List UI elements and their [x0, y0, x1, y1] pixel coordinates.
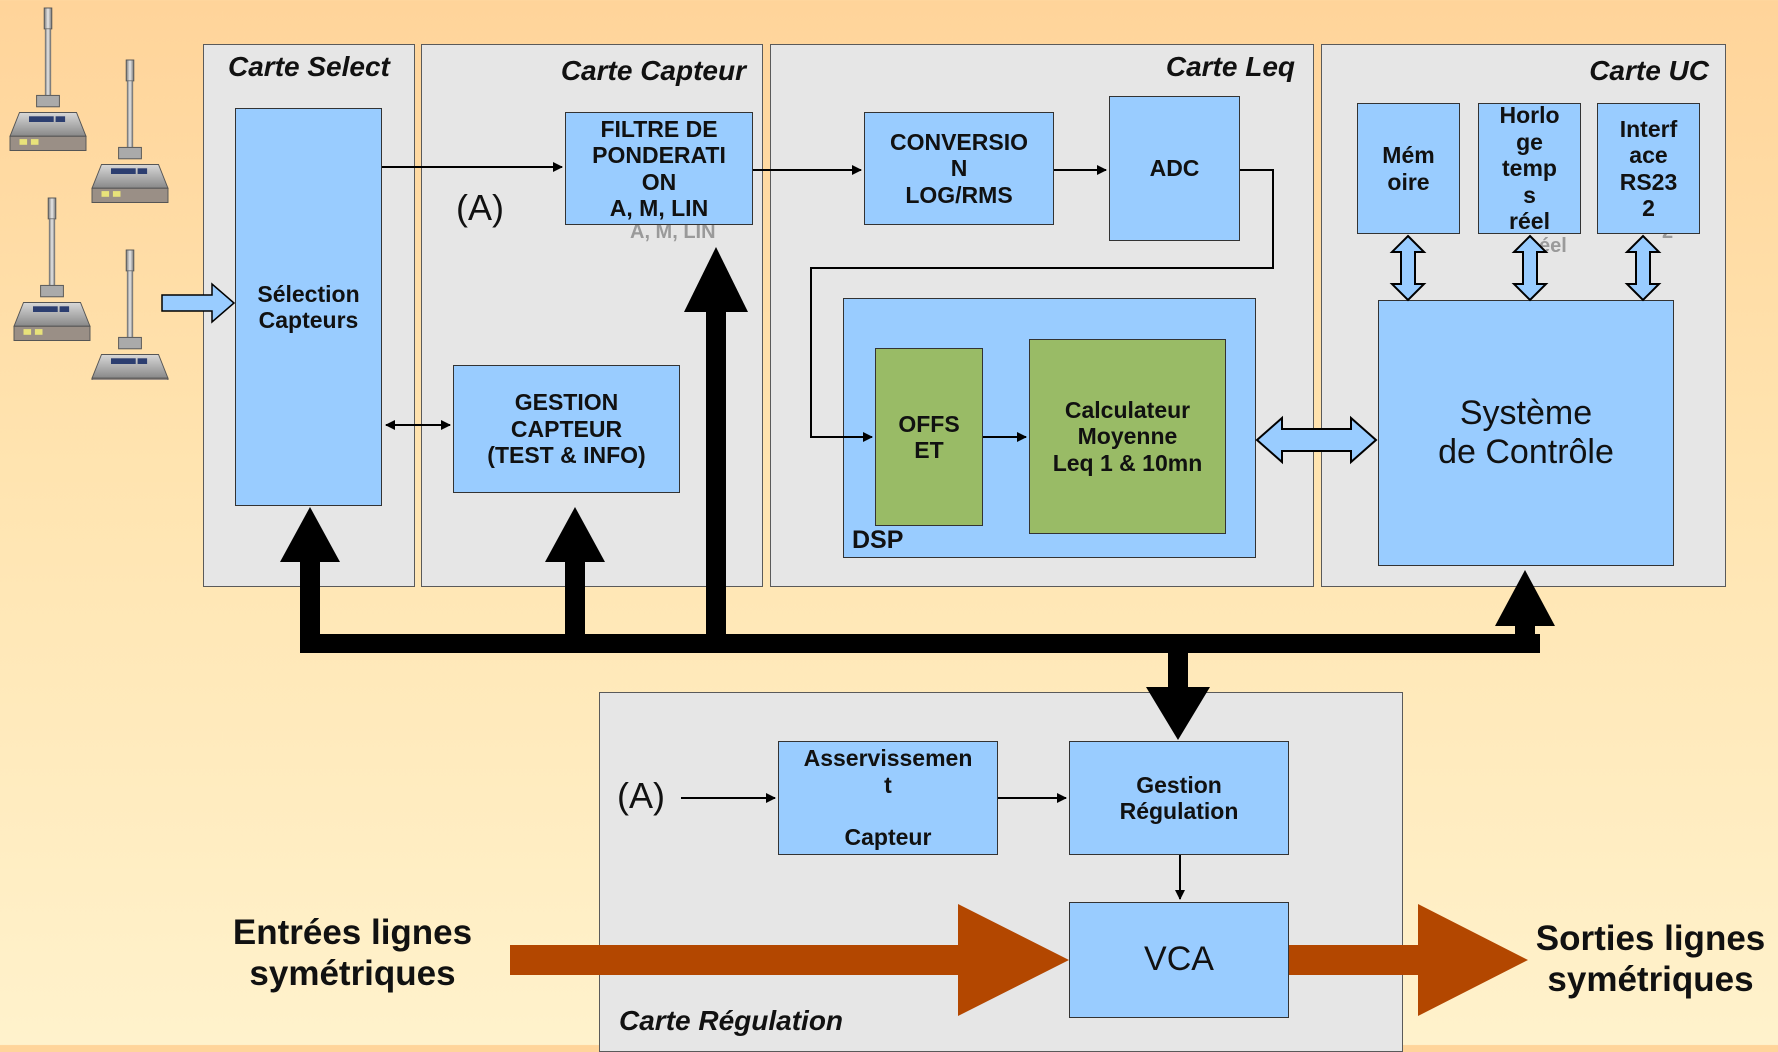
asservissement-capteur-block: Asservissemen t Capteur [778, 741, 998, 855]
card-uc-title: Carte UC [1589, 55, 1709, 86]
entrees-lignes-label: Entrées lignes symétriques [232, 913, 473, 994]
entrees-big-arrow [510, 904, 1069, 1016]
filtre-overflow-text: A, M, LIN [630, 221, 716, 243]
filtre-ponderation-block: FILTRE DE PONDERATI ON A, M, LIN [565, 112, 753, 225]
gestion-capteur-block: GESTION CAPTEUR (TEST & INFO) [453, 365, 680, 493]
dsp-systeme-bidir-arrow [1255, 415, 1378, 465]
memoire-block: Mém oire [1357, 103, 1460, 234]
arrow-adc-to-offset [810, 169, 1274, 442]
label-a-bottom: (A) [617, 775, 665, 816]
offset-block: OFFS ET [875, 348, 983, 526]
horloge-temps-reel-block: Horlo ge temp s réel [1478, 102, 1581, 234]
selection-capteurs-block: Sélection Capteurs [235, 108, 382, 506]
horloge-bus-arrow [1511, 234, 1549, 302]
calculateur-moyenne-block: Calculateur Moyenne Leq 1 & 10mn [1029, 339, 1226, 534]
vca-block: VCA [1069, 902, 1289, 1018]
card-select-title: Carte Select [228, 51, 390, 82]
card-capteur-title: Carte Capteur [560, 55, 746, 86]
sorties-big-arrow [1289, 904, 1528, 1016]
adc-block: ADC [1109, 96, 1240, 241]
conversion-log-rms-block: CONVERSIO N LOG/RMS [864, 112, 1054, 225]
gestion-regulation-block: Gestion Régulation [1069, 741, 1289, 855]
label-a-top: (A) [456, 187, 504, 228]
sorties-lignes-label: Sorties lignes symétriques [1535, 919, 1766, 1000]
sensor-input-arrow [161, 282, 236, 324]
interface-rs232-block: Interf ace RS23 2 [1597, 103, 1700, 234]
memoire-bus-arrow [1389, 234, 1427, 302]
interface-bus-arrow [1624, 234, 1662, 302]
card-regulation-title: Carte Régulation [619, 1005, 844, 1036]
systeme-controle-block: Système de Contrôle [1378, 300, 1674, 566]
card-leq-title: Carte Leq [1165, 51, 1295, 82]
control-bus [280, 247, 1555, 740]
